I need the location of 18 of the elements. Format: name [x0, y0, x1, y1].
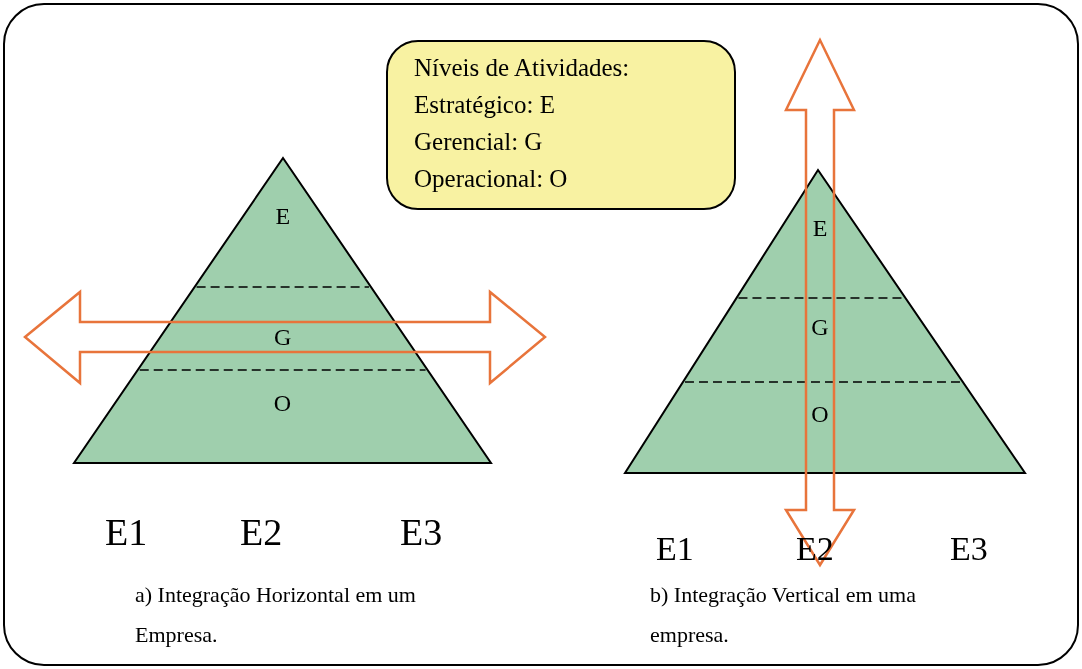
caption: b) Integração Vertical em uma empresa.: [650, 581, 917, 649]
column-label: E1: [105, 510, 148, 554]
level-letter: G: [811, 313, 829, 341]
legend-heading: Níveis de Atividades:: [414, 54, 630, 82]
column-label: E3: [950, 530, 988, 568]
legend-text: Estratégico: E: [414, 91, 555, 119]
column-label: E2: [240, 510, 283, 554]
column-label: E1: [656, 530, 694, 568]
level-letter: E: [812, 214, 828, 242]
legend-text: Gerencial: G: [414, 128, 543, 156]
level-letter: O: [811, 400, 829, 428]
legend-text: Operacional: O: [414, 165, 568, 193]
level-letter: E: [275, 202, 291, 230]
column-label: E3: [400, 510, 443, 554]
caption: a) Integração Horizontal em um Empresa.: [135, 581, 417, 649]
level-letter: O: [273, 389, 292, 417]
level-letter: G: [273, 323, 292, 351]
legend-box: [386, 40, 736, 210]
